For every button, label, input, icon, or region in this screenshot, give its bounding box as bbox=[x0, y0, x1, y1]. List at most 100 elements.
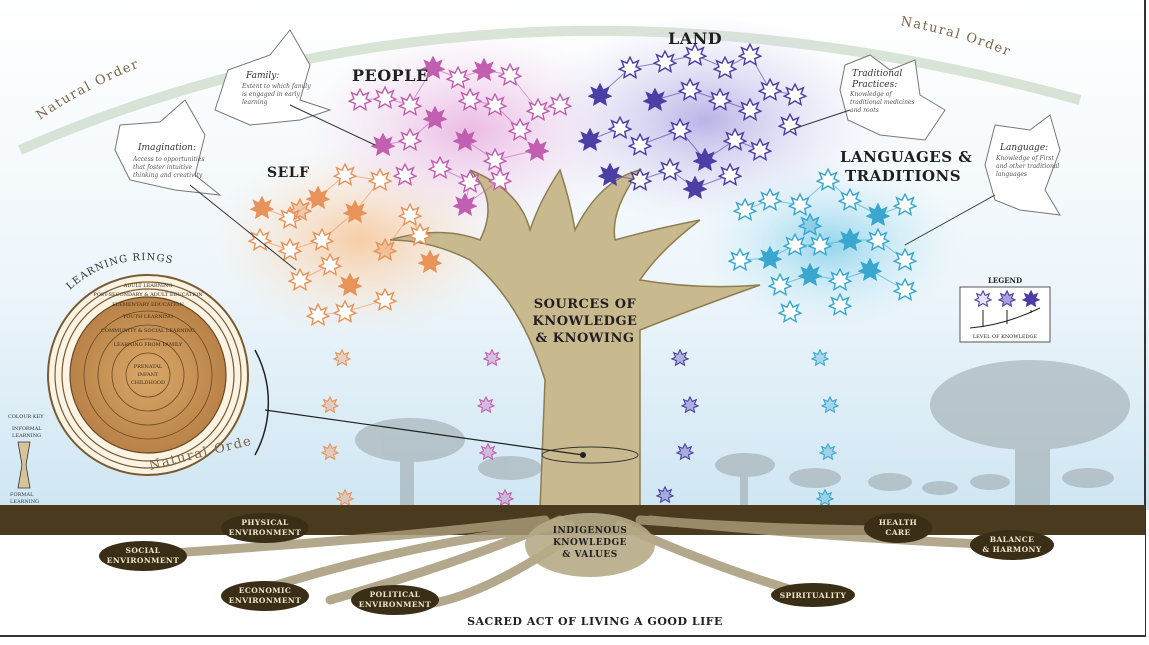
note-traditional-leaf bbox=[839, 54, 946, 141]
ring-label-1: ADULT LEARNING bbox=[123, 283, 173, 289]
root-pill-economic bbox=[221, 581, 309, 611]
note-imagination-title: Imagination: bbox=[137, 143, 196, 153]
colour-key-hourglass-icon bbox=[17, 441, 31, 489]
root-labels: PHYSICAL ENVIRONMENT SOCIAL ENVIRONMENT … bbox=[99, 513, 1054, 615]
learning-rings: LEARNING RINGS ADULT LEARNING POST-SECON… bbox=[47, 252, 270, 476]
note-family-body-2: is engaged in early bbox=[242, 91, 300, 98]
note-family: Family: Extent to which family is engage… bbox=[214, 29, 376, 146]
root-physical-2: ENVIRONMENT bbox=[229, 528, 301, 537]
header-languages: LANGUAGES & bbox=[840, 148, 972, 166]
note-family-pointer bbox=[289, 104, 376, 146]
base-label-3: & VALUES bbox=[562, 550, 618, 560]
note-traditional-body-3: and roots bbox=[850, 107, 879, 114]
note-imagination-leaf bbox=[114, 99, 222, 196]
note-imagination-body-3: thinking and creativity bbox=[133, 172, 203, 179]
ring-inner-2 bbox=[97, 324, 199, 426]
root-pill-spirituality bbox=[771, 583, 855, 607]
ring-label-2: POST-SECONDARY & ADULT EDUCATION bbox=[93, 292, 203, 298]
root-physical-1: PHYSICAL bbox=[241, 518, 289, 527]
trunk-label-3: & KNOWING bbox=[536, 331, 635, 346]
colour-key-top-1: INFORMAL bbox=[12, 426, 42, 432]
languages-leaf-cluster bbox=[728, 168, 917, 323]
trunk-label-2: KNOWLEDGE bbox=[533, 314, 638, 329]
ring-label-3: ELEMENTARY EDUCATION bbox=[112, 302, 184, 308]
note-language-body-2: and other traditional bbox=[996, 163, 1059, 170]
note-imagination-body-2: that foster intuitive bbox=[133, 164, 193, 171]
ring-label-4: YOUTH LEARNING bbox=[122, 314, 173, 320]
trunk-label: SOURCES OF KNOWLEDGE & KNOWING bbox=[533, 297, 638, 346]
root-pill-social bbox=[99, 541, 187, 571]
note-language-body-1: Knowledge of First bbox=[995, 155, 1054, 162]
note-family-body-3: learning bbox=[242, 99, 268, 106]
note-language-body-3: languages bbox=[996, 171, 1027, 178]
note-imagination-pointer bbox=[189, 184, 297, 271]
trunk-ring-marker bbox=[541, 446, 639, 464]
ring-label-6: LEARNING FROM FAMILY bbox=[114, 342, 183, 348]
ring-label-5: COMMUNITY & SOCIAL LEARNING bbox=[101, 328, 195, 334]
note-traditional-body-1: Knowledge of bbox=[849, 91, 893, 98]
note-imagination: Imagination: Access to opportunities tha… bbox=[114, 99, 297, 271]
roots-center bbox=[525, 513, 655, 577]
legend: LEGEND LEVEL OF KNOWLEDGE bbox=[959, 276, 1051, 343]
ring-pointer-line bbox=[264, 409, 584, 456]
note-language-title: Language: bbox=[999, 143, 1048, 153]
root-social-1: SOCIAL bbox=[126, 546, 161, 555]
note-family-body-1: Extent to which family bbox=[241, 83, 311, 90]
ring-bracket bbox=[254, 349, 270, 456]
header-traditions: TRADITIONS bbox=[845, 167, 961, 185]
note-language: Language: Knowledge of First and other t… bbox=[904, 114, 1061, 246]
root-pill-physical bbox=[221, 513, 309, 543]
note-traditional: Traditional Practices: Knowledge of trad… bbox=[789, 54, 946, 141]
legend-title: LEGEND bbox=[988, 276, 1022, 285]
note-imagination-body-1: Access to opportunities bbox=[132, 156, 204, 163]
people-leaf-cluster bbox=[348, 56, 572, 216]
footer-caption: SACRED ACT OF LIVING A GOOD LIFE bbox=[467, 615, 723, 628]
ring-inner-4 bbox=[125, 352, 171, 398]
root-health-1: HEALTH bbox=[879, 518, 917, 527]
ring-label-8: INFANT bbox=[138, 372, 159, 378]
leaf-layer bbox=[248, 43, 917, 506]
root-pill-political bbox=[351, 585, 439, 615]
base-label-1: INDIGENOUS bbox=[553, 526, 627, 536]
ring-label-7: PRENATAL bbox=[134, 364, 163, 370]
colour-key-bottom-1: FORMAL bbox=[10, 492, 34, 498]
root-balance-1: BALANCE bbox=[990, 535, 1035, 544]
header-people: PEOPLE bbox=[352, 66, 429, 85]
ring-3 bbox=[61, 288, 235, 462]
colour-key-title: COLOUR KEY bbox=[8, 414, 44, 420]
ring-label-9: CHILDHOOD bbox=[131, 380, 165, 386]
root-health-2: CARE bbox=[885, 528, 910, 537]
note-language-pointer bbox=[904, 194, 996, 246]
land-leaf-cluster bbox=[578, 43, 807, 199]
trunk-label-1: SOURCES OF bbox=[534, 297, 637, 312]
ring-inner-1 bbox=[83, 310, 213, 440]
root-pill-balance bbox=[970, 530, 1054, 560]
root-balance-2: & HARMONY bbox=[982, 545, 1041, 554]
root-spirituality: SPIRITUALITY bbox=[780, 591, 847, 600]
header-self: SELF bbox=[267, 165, 310, 181]
root-economic-2: ENVIRONMENT bbox=[229, 596, 301, 605]
colour-key-top-2: LEARNING bbox=[12, 433, 41, 439]
legend-curve bbox=[969, 307, 1041, 329]
ring-labels: ADULT LEARNING POST-SECONDARY & ADULT ED… bbox=[93, 283, 203, 386]
note-traditional-title-1: Traditional bbox=[852, 69, 902, 79]
legend-caption: LEVEL OF KNOWLEDGE bbox=[973, 334, 1038, 340]
root-economic-1: ECONOMIC bbox=[239, 586, 292, 595]
ring-2 bbox=[54, 281, 242, 469]
note-traditional-pointer bbox=[789, 109, 851, 131]
tree-trunk bbox=[389, 168, 761, 511]
root-political-1: POLITICAL bbox=[370, 590, 421, 599]
root-political-2: ENVIRONMENT bbox=[359, 600, 431, 609]
note-language-leaf bbox=[984, 114, 1061, 216]
self-leaf-cluster bbox=[248, 163, 442, 326]
base-label-2: KNOWLEDGE bbox=[553, 538, 627, 548]
ring-inner-3 bbox=[111, 338, 185, 412]
base-label: INDIGENOUS KNOWLEDGE & VALUES bbox=[553, 526, 627, 560]
colour-key: COLOUR KEY INFORMAL LEARNING FORMAL LEAR… bbox=[8, 414, 44, 505]
colour-key-bottom-2: LEARNING bbox=[10, 499, 39, 505]
note-traditional-title-2: Practices: bbox=[851, 80, 897, 90]
header-land: LAND bbox=[668, 29, 722, 48]
note-family-title: Family: bbox=[245, 71, 279, 81]
root-social-2: ENVIRONMENT bbox=[107, 556, 179, 565]
